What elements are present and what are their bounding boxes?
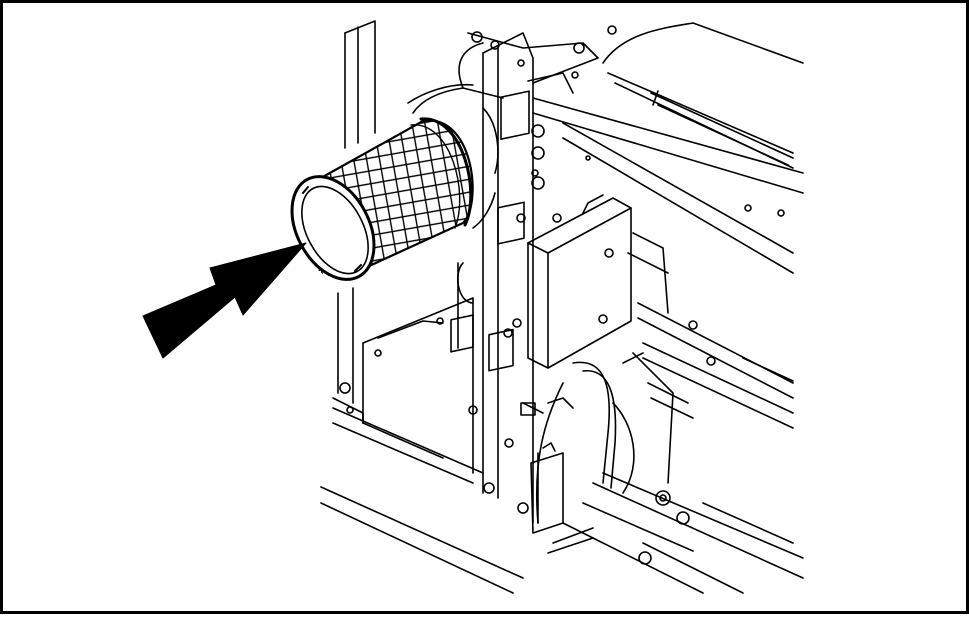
electrical-box: [527, 194, 632, 369]
air-cleaner-housing: [407, 42, 504, 229]
right-rails: [627, 232, 794, 484]
left-side-panel: [332, 20, 376, 424]
frame-rails: [320, 407, 804, 594]
air-filter-element: [290, 117, 474, 281]
air-filter-service-diagram: [142, 20, 804, 594]
lower-platform: [362, 262, 474, 474]
engine-housing: [532, 22, 804, 274]
callout-arrow: [142, 242, 307, 359]
mounting-bracket: [467, 31, 599, 524]
hydraulic-lines: [520, 352, 690, 565]
fasteners: [374, 25, 617, 514]
